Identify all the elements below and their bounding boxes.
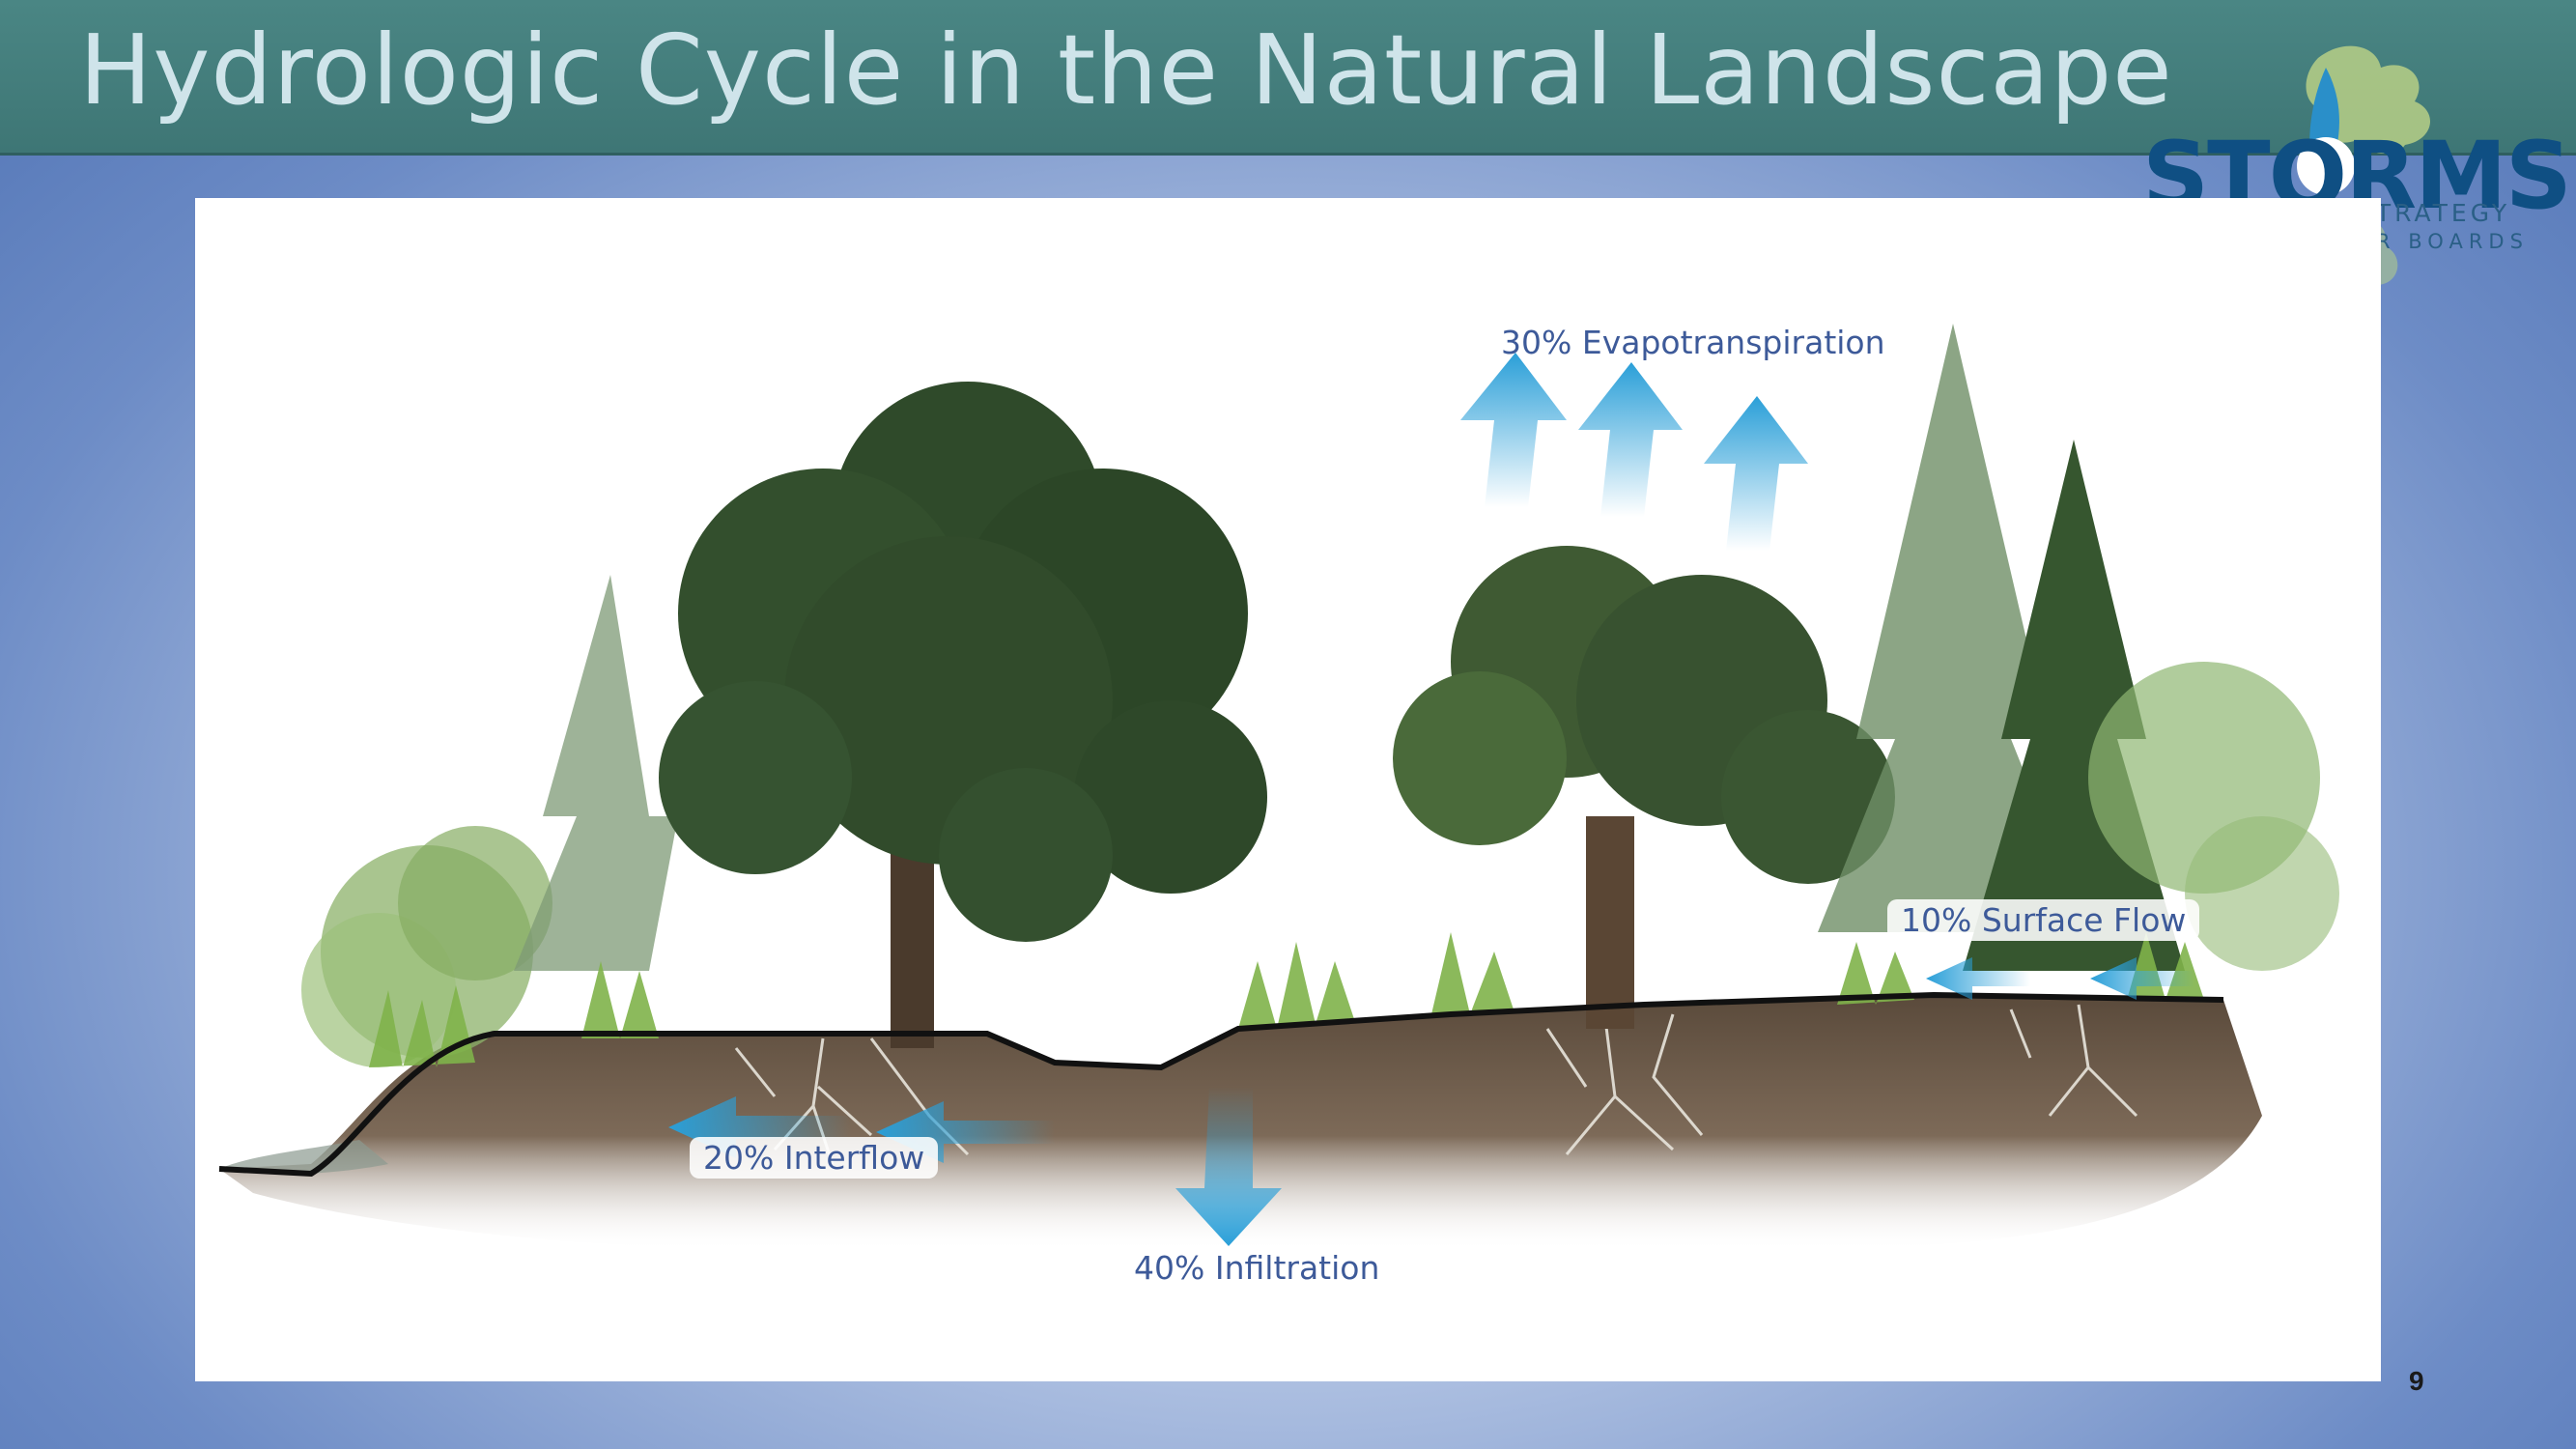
arrow-down-icon [1175, 1087, 1282, 1246]
surface-flow-label: 10% Surface Flow [1887, 899, 2200, 941]
evapotranspiration-label: 30% Evapotranspiration [1501, 324, 1885, 361]
logo-subtitle-2: R BOARDS [2376, 230, 2529, 253]
infiltration-label: 40% Infiltration [1134, 1249, 1380, 1287]
page-number: 9 [2409, 1366, 2424, 1396]
surface-flow-arrows [1926, 957, 2194, 1000]
slide-title: Hydrologic Cycle in the Natural Landscap… [79, 14, 2173, 127]
arrow-left-icon [2090, 957, 2194, 1000]
title-bar: Hydrologic Cycle in the Natural Landscap… [0, 0, 2576, 156]
evapotranspiration-arrows [1460, 353, 1808, 551]
arrow-up-icon [1578, 362, 1683, 517]
stream [219, 1140, 388, 1175]
logo-subtitle-1: STRATEGY [2357, 199, 2511, 227]
interflow-label: 20% Interflow [690, 1137, 939, 1179]
trees [301, 324, 2339, 1067]
diagram-panel: 30% Evapotranspiration 10% Surface Flow … [195, 198, 2381, 1381]
arrow-left-icon [1926, 957, 2030, 1000]
arrow-up-icon [1460, 353, 1567, 507]
arrow-up-icon [1704, 396, 1808, 551]
landscape-illustration [218, 324, 2339, 1251]
ground-surface-line [218, 991, 2224, 1178]
